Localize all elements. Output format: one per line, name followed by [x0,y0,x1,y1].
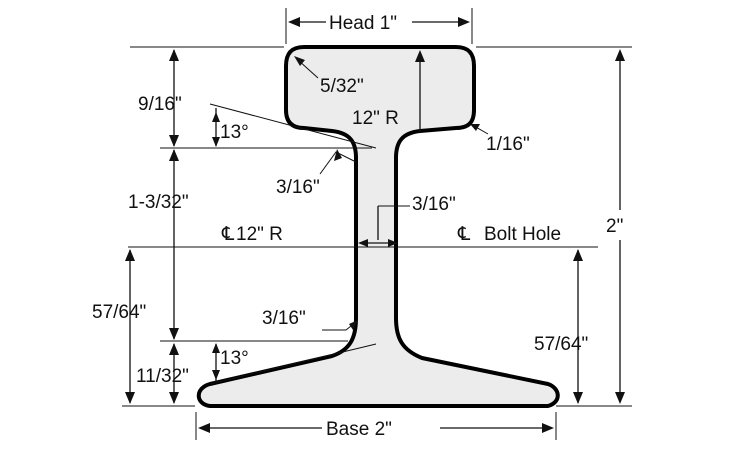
left-lower-height-label: 57/64" [92,302,146,323]
web-thickness-label: 3/16" [412,194,456,215]
right-lower-height-arrow-top [573,249,583,261]
web-height-arrow-bottom [169,328,179,340]
lower-angle-arrow-top [212,343,220,353]
lower-web-fillet-arrow [349,320,358,330]
under-head-fillet-label: 1/16" [486,134,530,155]
upper-angle-arrow-top [212,112,220,122]
head-arrow-right [458,17,470,27]
upper-angle-line [209,103,377,149]
base-edge-height-arrow-top [169,343,179,355]
centerline-symbol-left: ℄ [221,224,235,245]
total-height-arrow-bottom [615,392,625,404]
web-thickness-arrow-left [358,239,368,247]
left-lower-height-arrow-bottom [125,392,135,404]
lower-angle-label: 13° [220,348,249,369]
upper-web-fillet-arrow [334,149,342,161]
base-label: Base 2" [326,419,392,440]
upper-height-label: 9/16" [138,94,182,115]
total-height-arrow-top [615,49,625,61]
upper-height-arrow-bottom [169,135,179,147]
lower-web-fillet-label: 3/16" [262,308,306,329]
head-label: Head 1" [329,13,397,34]
upper-web-fillet-label: 3/16" [276,177,320,198]
head-corner-label: 5/32" [320,76,364,97]
head-corner-arrow [294,56,305,66]
base-edge-height-arrow-bottom [169,392,179,404]
base-arrow-right [542,423,554,433]
web-thickness-arrow-right [388,239,398,247]
upper-angle-label: 13° [220,122,249,143]
lower-angle-line [209,343,377,385]
base-arrow-left [198,423,210,433]
right-lower-height-arrow-bottom [573,392,583,404]
web-height-arrow-top [169,149,179,161]
right-lower-height-label: 57/64" [534,334,588,355]
upper-angle-arrow-bottom [212,137,220,147]
under-head-fillet-arrow [470,124,480,131]
head-top-radius-label: 12" R [352,108,399,129]
bolt-hole-label: Bolt Hole [484,224,561,245]
upper-height-arrow-top [169,49,179,61]
head-top-radius-arrow [415,50,425,62]
total-height-label: 2" [606,216,623,237]
head-arrow-left [288,17,300,27]
lower-angle-arrow-bottom [212,370,220,380]
web-radius-label: 12" R [236,224,283,245]
left-lower-height-arrow-top [125,249,135,261]
upper-web-fillet-leader [319,151,357,175]
web-height-label: 1-3/32" [128,192,189,213]
base-edge-height-label: 11/32" [136,366,189,387]
centerline-symbol-right: ℄ [457,224,471,245]
